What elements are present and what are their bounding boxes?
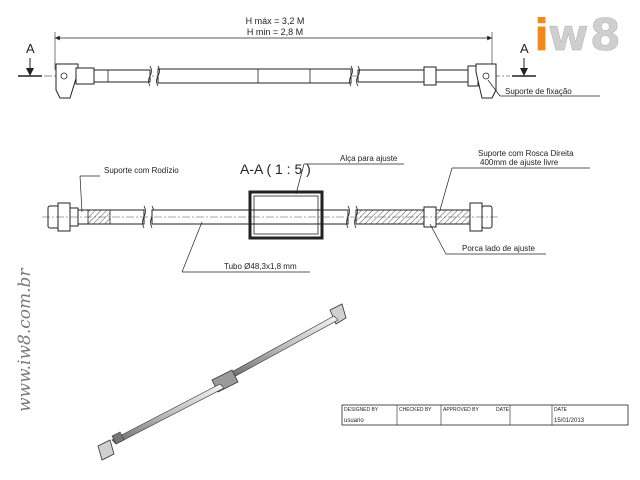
- section-marker-right: A: [512, 41, 536, 77]
- dimension-group: H máx = 3,2 M H min = 2,8 M: [54, 16, 493, 70]
- title-block-date-label-2: DATE: [554, 407, 568, 413]
- callout-suporte-rosca-line2: 400mm de ajuste livre: [480, 158, 559, 167]
- callout-suporte-fixacao: Suporte de fixação: [505, 87, 572, 96]
- callout-porca-ajuste: Porca lado de ajuste: [462, 244, 535, 253]
- elevation-view: [44, 63, 600, 99]
- title-block-checked-by-label: CHECKED BY: [399, 407, 432, 413]
- callout-tubo: Tubo Ø48,3x1,8 mm: [224, 262, 297, 271]
- dimension-h-max: H máx = 3,2 M: [246, 16, 305, 26]
- section-view-title: A-A ( 1 : 5 ): [240, 161, 311, 177]
- dimension-h-min: H min = 2,8 M: [247, 27, 303, 37]
- section-view: [42, 163, 590, 273]
- title-block-approved-by-label: APPROVED BY: [443, 407, 480, 413]
- logo-letter-8: 8: [590, 10, 621, 61]
- logo-letter-w: w: [548, 10, 589, 61]
- callout-suporte-rodizio: Suporte com Rodízio: [104, 166, 179, 175]
- title-block-date-label-1: DATE: [496, 407, 510, 413]
- title-block-date-value: 15/01/2013: [554, 418, 585, 424]
- title-block: DESIGNED BY usuario CHECKED BY APPROVED …: [341, 404, 629, 426]
- title-block-designed-by-value: usuario: [344, 418, 364, 424]
- iw8-logo: i w 8: [534, 10, 621, 62]
- callout-suporte-rosca-line1: Suporte com Rosca Direita: [478, 149, 574, 158]
- callout-alca-ajuste: Alça para ajuste: [340, 154, 398, 163]
- logo-letter-i: i: [534, 10, 549, 61]
- section-marker-right-label: A: [520, 41, 529, 56]
- section-marker-left: A: [18, 41, 42, 77]
- section-marker-left-label: A: [26, 41, 35, 56]
- title-block-designed-by-label: DESIGNED BY: [344, 407, 379, 413]
- isometric-view: [97, 303, 347, 461]
- watermark-url: www.iw8.com.br: [15, 268, 35, 412]
